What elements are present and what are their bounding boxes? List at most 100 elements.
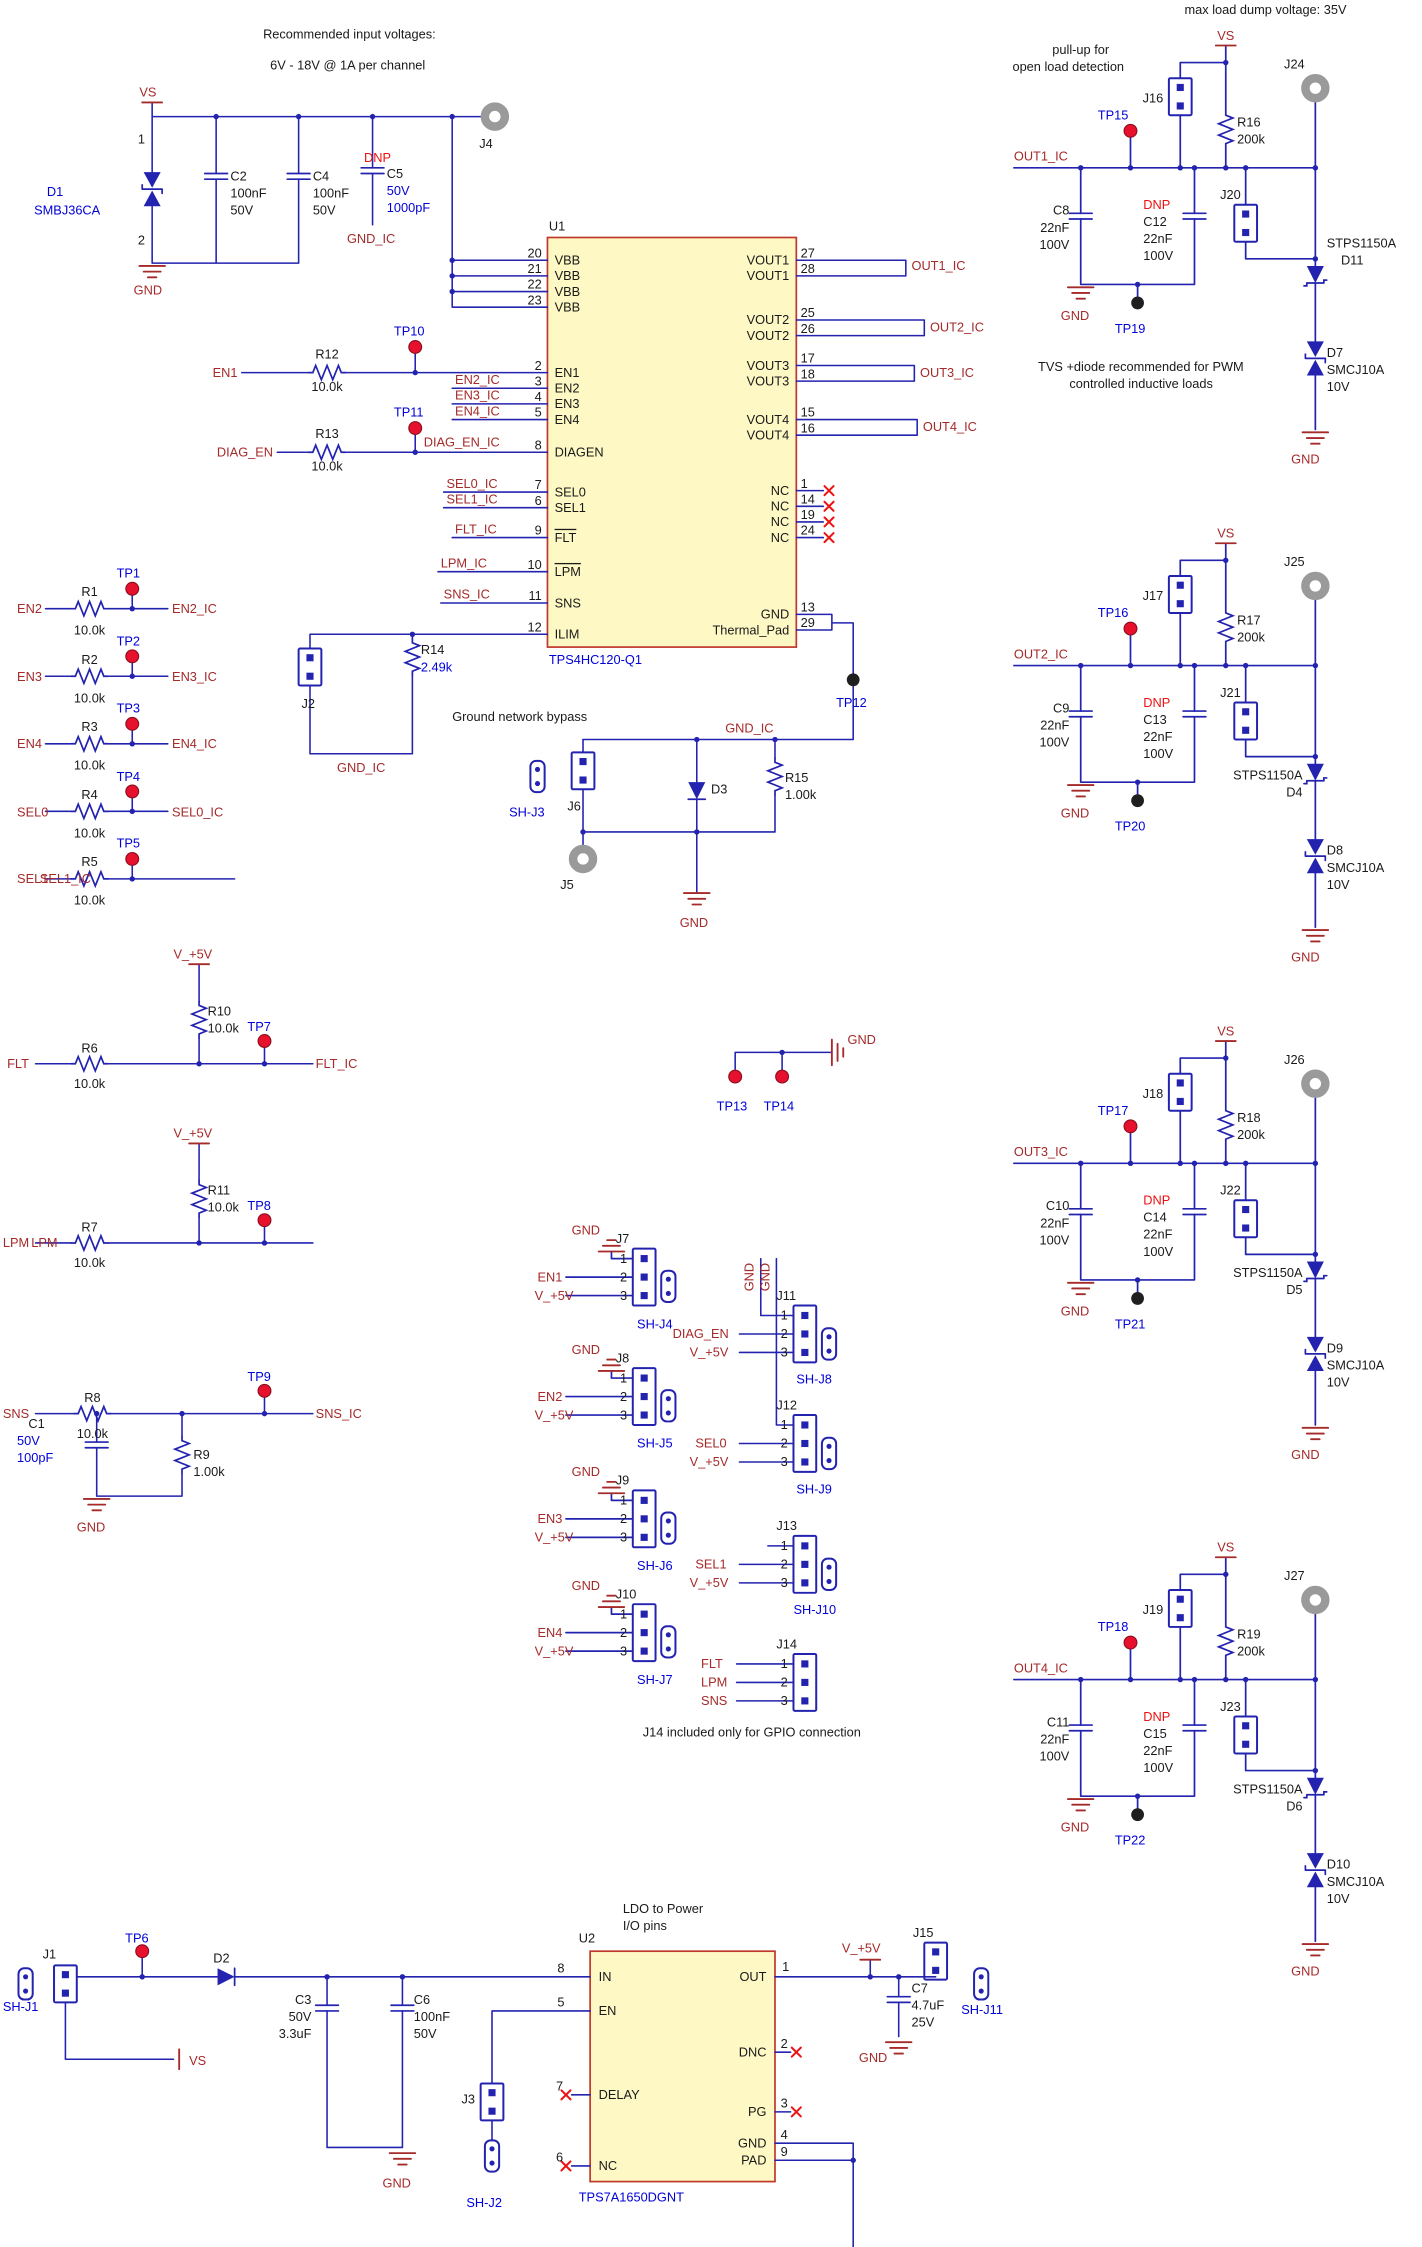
label-3-3uf-340: 3.3uF (279, 2026, 312, 2041)
junction-dot-72 (1134, 1793, 1141, 1799)
gnd-symbol-diodes-ch4 (1301, 1943, 1330, 1957)
label-lpm-327: LPM (701, 1675, 727, 1690)
label-v-5v-146: V_+5V (173, 947, 212, 962)
label-j23-258: J23 (1220, 1699, 1241, 1714)
label-22nf-252: 22nF (1040, 1732, 1069, 1747)
junction-dot-70 (1312, 1676, 1319, 1683)
capacitor-a-ch1 (1068, 212, 1093, 220)
label-r18-224: R18 (1237, 1110, 1260, 1125)
label-3-279: 3 (620, 1407, 627, 1422)
capacitor-b-ch4 (1182, 1724, 1207, 1732)
label-nc-63: NC (771, 483, 789, 498)
label-100v-253: 100V (1039, 1749, 1069, 1764)
label-j19-245: J19 (1143, 1602, 1164, 1617)
connector-j5 (573, 849, 593, 869)
label-tp10-86: TP10 (394, 324, 425, 339)
label-2-29: 2 (535, 358, 542, 373)
label-j8-276: J8 (616, 1350, 629, 1365)
label-r15-113: R15 (785, 770, 808, 785)
resistor-r3 (70, 735, 109, 752)
junction-dot-31 (896, 1974, 902, 1980)
junction-dot-63 (1223, 1571, 1229, 1578)
label-1-277: 1 (620, 1370, 627, 1385)
label-2-270: 2 (620, 1269, 627, 1284)
testpoint-tp13 (728, 1069, 743, 1084)
label-r6-151: R6 (81, 1040, 97, 1055)
shunt-sh-j8 (820, 1327, 838, 1361)
label-sns-ic-166: SNS_IC (316, 1406, 362, 1421)
label-10v-219: 10V (1327, 877, 1350, 892)
junction-dot-47 (1078, 662, 1084, 669)
resistor-pullup-ch3 (1217, 1105, 1234, 1145)
label-22nf-256: 22nF (1143, 1743, 1172, 1758)
label-diag-en-ic-94: DIAG_EN_IC (424, 435, 500, 450)
junction-dot-8 (412, 449, 418, 455)
junction-dot-60 (1312, 1160, 1319, 1167)
label-recommended-input-voltages-0: Recommended input voltages: (263, 26, 436, 41)
label-lpm-158: LPM (3, 1235, 29, 1250)
label-tp4-136: TP4 (117, 769, 140, 784)
label-nc-66: NC (771, 530, 789, 545)
label-r19-247: R19 (1237, 1626, 1260, 1641)
label-j9-284: J9 (616, 1473, 629, 1488)
label-gnd-359: GND (738, 2135, 766, 2150)
jumper-pullup-ch4 (1167, 1588, 1193, 1628)
label-ilim-54: ILIM (555, 627, 580, 642)
label-1-302: 1 (781, 1308, 788, 1323)
junction-dot-42 (1134, 281, 1141, 288)
label-100nf-12: 100nF (230, 186, 266, 201)
testpoint-tp4 (125, 784, 140, 799)
label-r5-144: R5 (81, 854, 97, 869)
label-vout1-55: VOUT1 (747, 253, 790, 268)
testpoint-tp9 (257, 1383, 272, 1398)
label-c10-228: C10 (1046, 1198, 1069, 1213)
label-100v-234: 100V (1143, 1244, 1173, 1259)
label-c13-209: C13 (1143, 712, 1166, 727)
label-v-5v-306: V_+5V (690, 1345, 729, 1360)
label-j5-115: J5 (560, 877, 573, 892)
junction-dot-37 (1078, 165, 1084, 171)
label-3-304: 3 (781, 1345, 788, 1360)
label-22-27: 22 (528, 277, 542, 292)
label-7-34: 7 (535, 477, 542, 492)
label-23-28: 23 (528, 292, 542, 307)
gnd-symbol-input (138, 265, 166, 279)
wires-input (151, 101, 549, 308)
testpoint-tp5 (125, 852, 140, 866)
junction-dot-15 (196, 1061, 202, 1067)
label-v-5v-281: V_+5V (535, 1407, 574, 1422)
label-10-0k-93: 10.0k (311, 459, 343, 474)
junction-dot-41 (1312, 256, 1319, 262)
shunt-header-j8 (660, 1389, 677, 1423)
label-c3-338: C3 (295, 1992, 311, 2007)
junction-dot-25 (580, 829, 586, 835)
label-5-349: 5 (557, 1995, 564, 2010)
label-20-25: 20 (528, 245, 542, 260)
label-controlled-inductive-loads-196: controlled inductive loads (1069, 376, 1213, 391)
schottky-diode-ch2 (1303, 762, 1328, 785)
label-1-309: 1 (781, 1417, 788, 1432)
testpoint-red-ch3 (1123, 1119, 1138, 1134)
testpoint-black-ch2 (1131, 794, 1144, 808)
capacitor-a-ch4 (1068, 1724, 1093, 1732)
label-gnd-22: GND (134, 282, 162, 297)
label-r8-164: R8 (84, 1390, 100, 1405)
junction-dot-14 (129, 876, 135, 882)
label-10-0k-152: 10.0k (74, 1076, 106, 1091)
junction-dot-43 (1223, 557, 1229, 564)
label-vout2-58: VOUT2 (747, 328, 790, 343)
junction-dot-12 (129, 741, 135, 747)
label-r7-160: R7 (81, 1220, 97, 1235)
label-sns-ic-99: SNS_IC (444, 587, 490, 602)
gnd-symbol-diodes-ch1 (1301, 431, 1330, 445)
testpoint-black-ch3 (1131, 1292, 1144, 1305)
label-dnp-231: DNP (1143, 1193, 1170, 1208)
label-tp6-336: TP6 (125, 1931, 148, 1946)
label-tps4hc120-q1-24: TPS4HC120-Q1 (549, 652, 642, 667)
testpoint-tp2 (125, 649, 140, 664)
label-vs-344: VS (189, 2053, 206, 2068)
label-3-311: 3 (781, 1454, 788, 1469)
no-connect-x-dnc (790, 2046, 802, 2058)
